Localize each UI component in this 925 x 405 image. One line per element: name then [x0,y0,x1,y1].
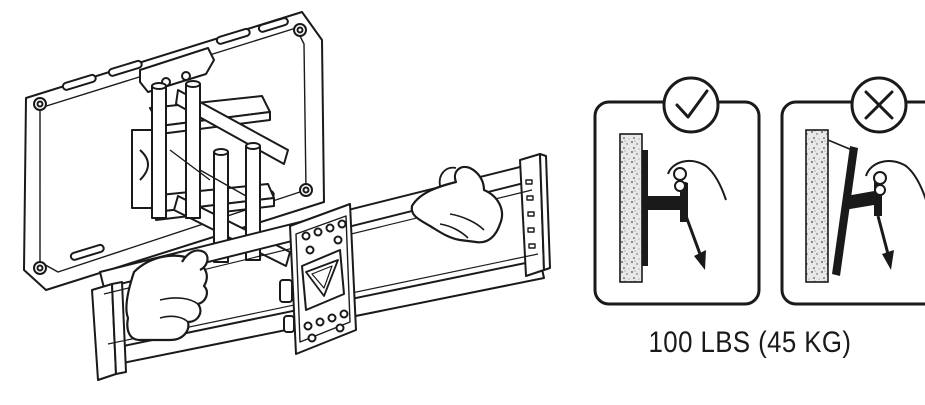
weight-capacity-label: 100 LBS (45 KG) [648,326,852,359]
incorrect-usage-panel [780,76,925,306]
checkmark-icon [662,76,720,134]
left-hand [125,249,209,342]
right-hand [410,165,504,244]
wall-section [619,133,643,283]
center-mount-plate [279,203,357,355]
tv-mount-illustration [23,11,551,381]
correct-usage-panel [593,76,761,306]
